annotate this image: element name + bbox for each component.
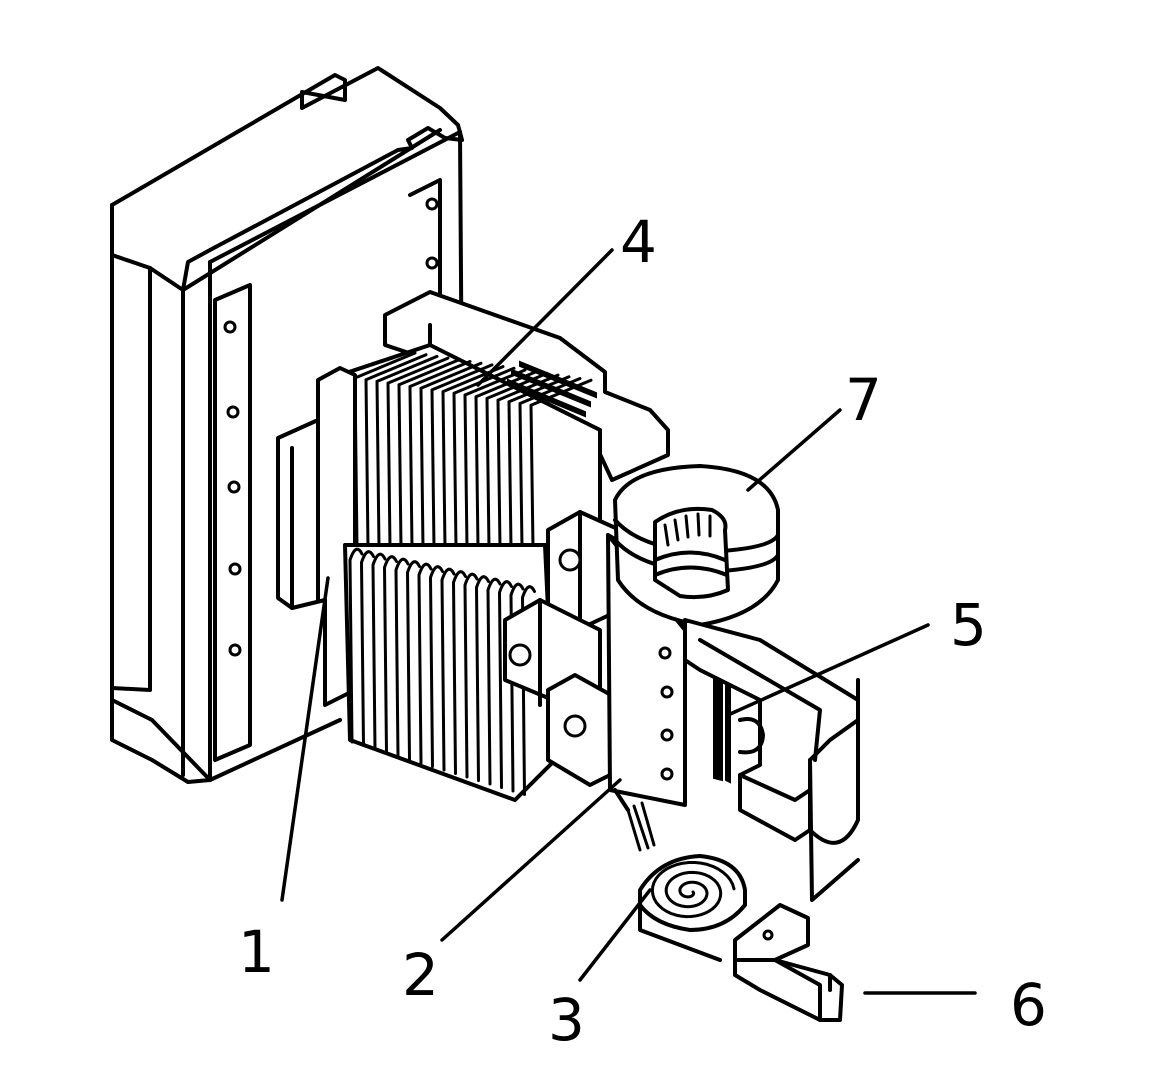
lamination-fin	[463, 368, 527, 550]
lamination-fin	[371, 552, 387, 751]
lamination-fin	[518, 377, 582, 550]
lamination-fin	[394, 557, 410, 758]
mounting-frame	[110, 66, 464, 784]
lamination-fin	[474, 370, 538, 550]
lamination-fin	[452, 570, 467, 775]
lamination-fin	[397, 358, 461, 550]
lamination-fin	[529, 378, 593, 550]
lamination-fin	[386, 356, 450, 550]
leader-lines	[280, 248, 977, 995]
lamination-fin	[364, 353, 428, 550]
lamination-fin	[408, 360, 472, 550]
lamination-fin	[375, 354, 439, 550]
leader-7	[746, 408, 842, 492]
lamination-fin	[496, 373, 560, 550]
lamination-fin	[348, 547, 364, 744]
spiral-spring	[613, 788, 747, 962]
lamination-fin	[419, 361, 483, 550]
pole-clamps	[503, 510, 622, 787]
lamination-fin	[463, 572, 479, 779]
callout-3: 3	[548, 986, 585, 1054]
lamination-fin	[406, 560, 421, 761]
leader-4	[476, 248, 614, 387]
lamination-fin	[475, 575, 490, 782]
leader-1	[280, 576, 330, 902]
leader-2	[440, 778, 622, 942]
leader-5	[726, 623, 930, 717]
lamination-fin	[440, 567, 456, 772]
callout-1: 1	[238, 918, 275, 986]
callout-6: 6	[1010, 971, 1047, 1039]
lamination-fin	[417, 562, 433, 765]
lamination-fin	[485, 371, 549, 550]
lamination-fin	[360, 550, 375, 747]
callout-7: 7	[845, 366, 882, 434]
lamination-fin	[498, 580, 513, 789]
callout-4: 4	[620, 208, 657, 276]
lamination-fin	[507, 375, 571, 550]
leader-3	[578, 888, 652, 982]
lamination-fin	[430, 363, 494, 550]
lever-arm	[733, 903, 844, 1022]
callout-2: 2	[402, 941, 439, 1009]
lamination-fin	[486, 577, 502, 786]
lamination-fin	[383, 555, 398, 754]
callout-labels: 1 2 3 4 5 6 7	[238, 208, 1047, 1054]
toroidal-coil	[613, 464, 780, 627]
lamination-fin	[429, 565, 444, 768]
callout-5: 5	[950, 591, 987, 659]
lower-lamination-stack	[343, 543, 557, 802]
rear-yoke	[383, 290, 670, 482]
